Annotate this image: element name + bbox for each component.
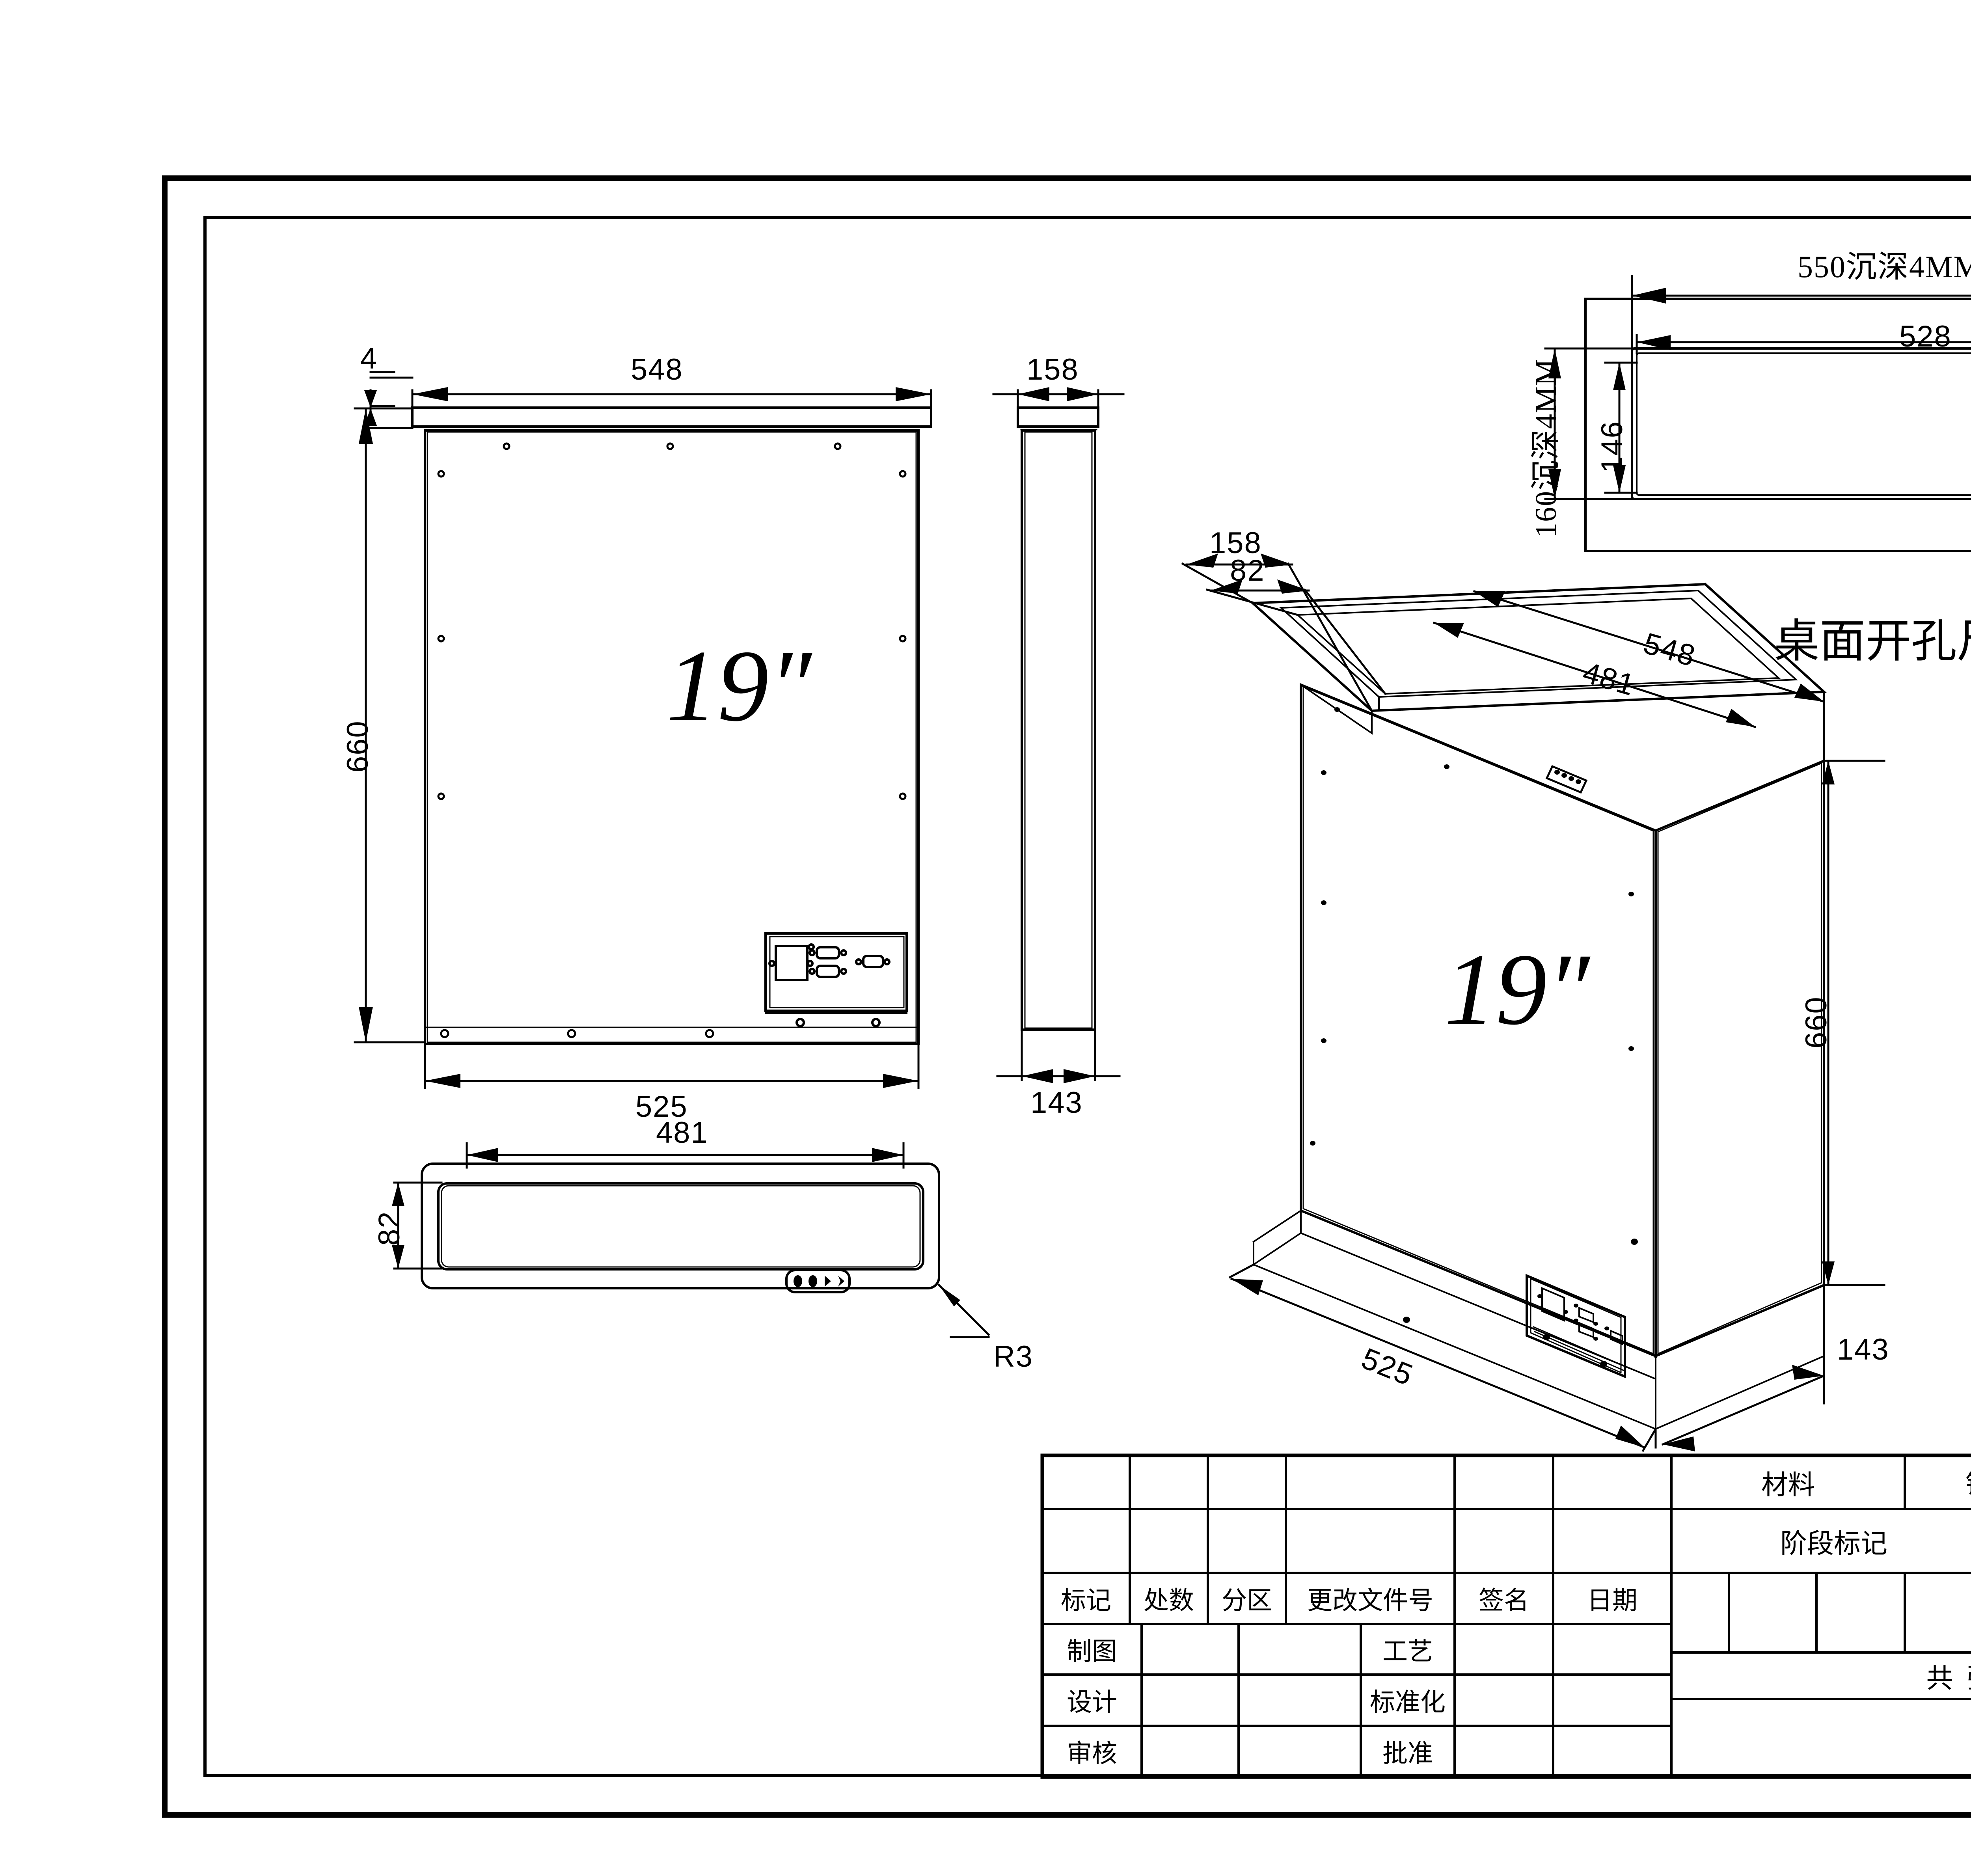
leader-R3-top [937,1284,990,1338]
dim-481-top [466,1142,905,1169]
isometric-connector-holes [1537,1294,1609,1367]
dim-label-160-cutout: 160沉深4MM [1529,358,1563,538]
dim-158-iso [1181,553,1373,712]
cutout-detail-title: 桌面开孔尺寸 [1774,617,1971,667]
dim-528-cutout [1636,334,1971,354]
dim-143-iso [1654,1355,1826,1451]
side-view-geometry [1017,406,1099,1031]
dim-525-iso [1228,1263,1657,1452]
dim-158-side [992,387,1125,409]
front-view-19-inch-label: 19″ [666,629,812,743]
isometric-top-buttons [1545,765,1588,794]
dim-label-525-front: 525 [635,1090,688,1123]
title-block-grid [1041,1454,1971,1778]
top-view-geometry [421,1162,940,1293]
rev-row-2-role2: 批准 [1382,1740,1433,1768]
dim-label-158-side: 158 [1026,353,1079,386]
rev-header-biaoji: 标记 [1061,1587,1111,1615]
dim-146-cutout [1604,361,1638,494]
dim-label-143-iso: 143 [1837,1333,1889,1366]
dim-label-82-top: 82 [373,1211,406,1246]
dim-548-front [411,387,932,409]
dim-4-front [364,371,414,429]
material-label: 材料 [1761,1470,1815,1500]
rev-header-wenjianhao: 更改文件号 [1307,1587,1433,1615]
rev-header-qianming: 签名 [1479,1587,1529,1615]
dim-82-top [392,1181,443,1270]
dim-548-iso [1473,590,1826,703]
rev-row-2-role: 审核 [1067,1740,1117,1768]
dim-label-158-iso: 158 [1209,526,1262,560]
dim-label-550-cutout: 550沉深4MM [1798,250,1971,284]
dim-label-4-front: 4 [360,342,378,375]
dim-label-548-front: 548 [631,353,683,386]
dim-label-146-cutout: 146 [1595,421,1629,473]
dim-143-side [996,1028,1121,1083]
isometric-19-inch-label: 19″ [1444,933,1590,1046]
rev-header-fenqu: 分区 [1222,1587,1272,1615]
dim-525-front [424,1043,920,1089]
dim-label-143-side: 143 [1030,1086,1083,1120]
top-view-buttons [794,1275,844,1287]
rev-row-1-role: 设计 [1067,1688,1117,1716]
dim-660-front [354,407,426,1043]
dim-481-iso [1433,621,1757,728]
dim-160-cutout [1544,347,1633,500]
front-view-geometry [411,406,932,1045]
rev-row-0-role: 制图 [1067,1638,1117,1665]
isometric-connector-panel [1526,1274,1626,1379]
front-view-holes [437,442,907,1038]
dim-82-iso [1205,579,1387,695]
sheet-count-label: 共 张 [1926,1663,1971,1693]
cutout-detail-geometry [1584,298,1971,552]
rev-header-chushu: 处数 [1144,1587,1194,1615]
isometric-button-glyphs [1554,770,1581,784]
stage-mark-label: 阶段标记 [1780,1528,1887,1559]
isometric-holes [1310,707,1638,1323]
rev-header-riqi: 日期 [1587,1587,1638,1615]
front-view-connector-panel [764,932,908,1027]
material-value: 铝合金 [1905,1455,1971,1509]
dim-label-481-top: 481 [656,1116,708,1149]
dim-label-660-iso: 660 [1800,996,1833,1049]
dim-label-R3-top: R3 [993,1340,1034,1373]
sheet-outer-border [162,175,1971,1818]
isometric-top-slot [1371,691,1797,712]
dim-660-iso [1822,760,1885,1286]
rev-row-0-role2: 工艺 [1382,1638,1433,1665]
dim-label-528-cutout: 528 [1899,320,1952,353]
dim-label-660-front: 660 [341,720,374,773]
dim-label-82-iso: 82 [1230,554,1265,587]
title-block-frame [1040,1453,1971,1779]
dim-550-cutout [1631,275,1971,350]
rev-row-1-role2: 标准化 [1370,1688,1446,1716]
